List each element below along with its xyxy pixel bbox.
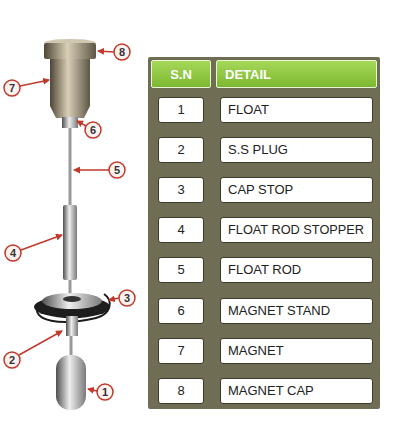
callout-number: 7 xyxy=(4,80,20,96)
magnet-stand xyxy=(62,117,78,128)
callout-circle xyxy=(119,290,135,306)
callout-circle xyxy=(85,122,101,138)
callout-circles xyxy=(4,44,135,400)
cap-stop-nut xyxy=(63,296,81,302)
float-rod-stopper xyxy=(63,205,77,280)
table-header: S.N xyxy=(151,60,211,88)
callout-circle xyxy=(5,245,21,261)
part-name: CAP STOP xyxy=(220,177,373,203)
leader-arrow xyxy=(20,80,49,86)
callout-number: 2 xyxy=(4,352,20,368)
table-header: DETAIL xyxy=(216,60,377,88)
serial-number: 2 xyxy=(158,137,204,163)
callout-number: 4 xyxy=(5,245,21,261)
float-switch xyxy=(34,39,110,410)
part-name: S.S PLUG xyxy=(220,137,373,163)
callout-number: 6 xyxy=(85,122,101,138)
callout-circle xyxy=(109,162,125,178)
serial-number: 5 xyxy=(158,257,204,283)
part-name: FLOAT ROD xyxy=(220,257,373,283)
float-stem xyxy=(70,336,73,356)
float-rod xyxy=(69,128,72,206)
callout-number: 5 xyxy=(109,162,125,178)
cap-stop xyxy=(42,293,102,309)
ss-plug xyxy=(66,316,78,336)
callout-number: 1 xyxy=(97,384,113,400)
part-name: MAGNET STAND xyxy=(220,298,373,324)
part-name: FLOAT xyxy=(220,97,373,123)
leader-arrow xyxy=(77,121,86,126)
part-name: MAGNET xyxy=(220,338,373,364)
leader-arrow xyxy=(19,331,62,355)
serial-number: 3 xyxy=(158,177,204,203)
float xyxy=(56,355,86,410)
callout-number: 8 xyxy=(114,44,130,60)
magnet-cap xyxy=(44,43,96,59)
magnet xyxy=(50,59,90,118)
leader-arrow xyxy=(98,51,114,52)
leader-arrow xyxy=(109,298,119,300)
leader-arrow xyxy=(74,169,109,171)
callout-circle xyxy=(114,44,130,60)
part-name: FLOAT ROD STOPPER xyxy=(220,217,373,243)
serial-number: 1 xyxy=(158,97,204,123)
leader-arrow xyxy=(21,235,62,250)
part-name: MAGNET CAP xyxy=(220,378,373,404)
callout-circle xyxy=(4,352,20,368)
leader-arrow xyxy=(88,389,97,391)
serial-number: 6 xyxy=(158,298,204,324)
callout-circle xyxy=(97,384,113,400)
serial-number: 7 xyxy=(158,338,204,364)
callout-number: 3 xyxy=(119,290,135,306)
serial-number: 4 xyxy=(158,217,204,243)
callout-arrows xyxy=(19,51,119,391)
callout-circle xyxy=(4,80,20,96)
serial-number: 8 xyxy=(158,378,204,404)
